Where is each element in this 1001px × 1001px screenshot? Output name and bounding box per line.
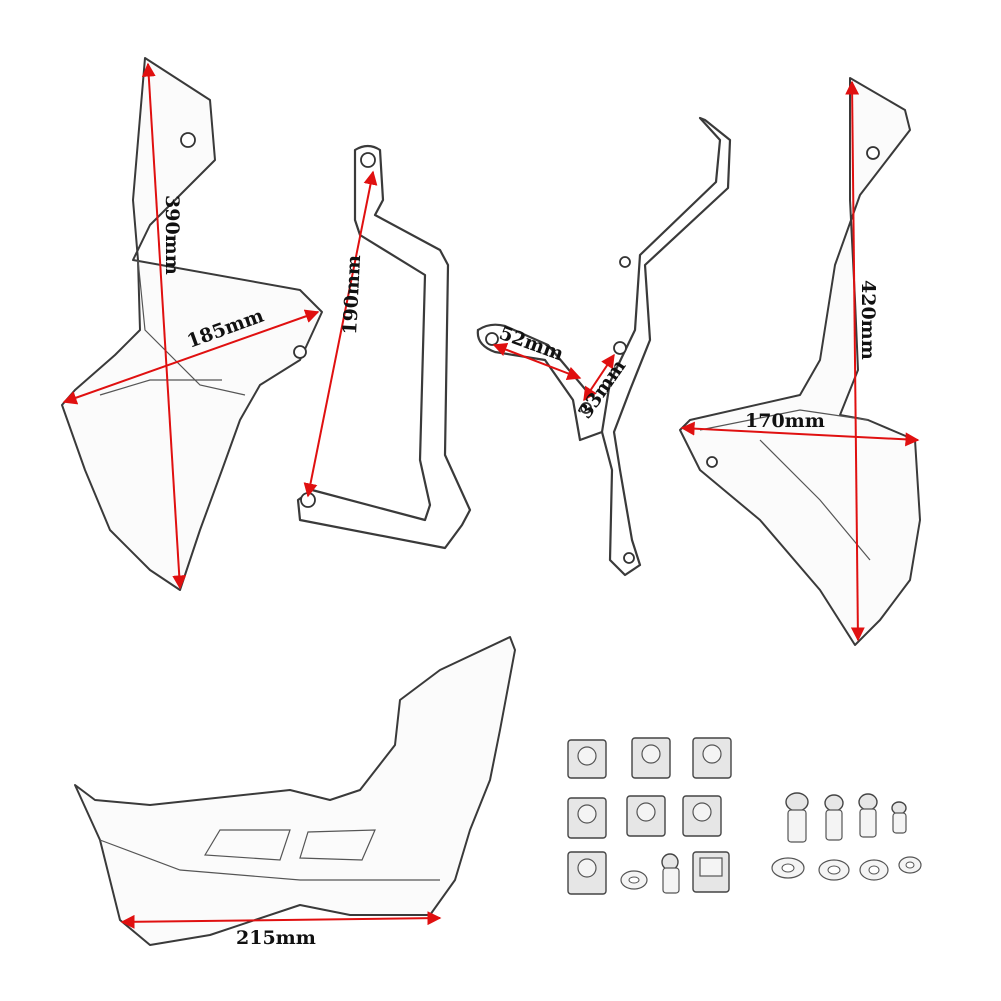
- washer: [620, 870, 648, 890]
- clip-nuts: [567, 737, 732, 895]
- label-panel-left-height: 390mm: [161, 195, 183, 275]
- right-side-panel: [679, 77, 921, 646]
- label-bracket-left-length: 190mm: [339, 254, 365, 335]
- dim-line-bottom-width: [120, 911, 442, 929]
- washer: [898, 856, 922, 874]
- screws: [661, 792, 907, 894]
- screw: [858, 793, 878, 838]
- clip-nut: [682, 795, 722, 837]
- dim-line-bracket-right-b: [583, 353, 615, 402]
- clip-nut: [567, 797, 607, 839]
- dim-line-panel-left-width: [62, 309, 320, 405]
- clip-nut: [692, 737, 732, 779]
- screw: [785, 792, 809, 843]
- clip-nut: [567, 739, 607, 779]
- right-bracket: [476, 116, 732, 577]
- clip-nut: [631, 737, 671, 779]
- bottom-skid-panel: [74, 636, 516, 946]
- label-bottom-panel-width: 215mm: [236, 927, 316, 949]
- clip-nut: [626, 795, 666, 837]
- washer: [859, 859, 889, 881]
- dim-line-bracket-right-a: [492, 342, 582, 381]
- screw: [661, 853, 680, 894]
- left-bracket: [296, 144, 472, 550]
- washers: [620, 856, 922, 890]
- label-panel-right-width: 170mm: [745, 410, 825, 432]
- label-panel-right-height: 420mm: [857, 280, 879, 360]
- dim-line-bracket-left: [303, 170, 378, 498]
- clip-nut: [692, 851, 730, 893]
- dim-line-panel-right-width: [680, 421, 920, 447]
- washer: [771, 857, 805, 879]
- washer: [818, 859, 850, 881]
- dim-line-panel-right-height: [845, 80, 865, 642]
- screw: [891, 801, 907, 834]
- clip-nut: [567, 851, 607, 895]
- screw: [824, 794, 844, 841]
